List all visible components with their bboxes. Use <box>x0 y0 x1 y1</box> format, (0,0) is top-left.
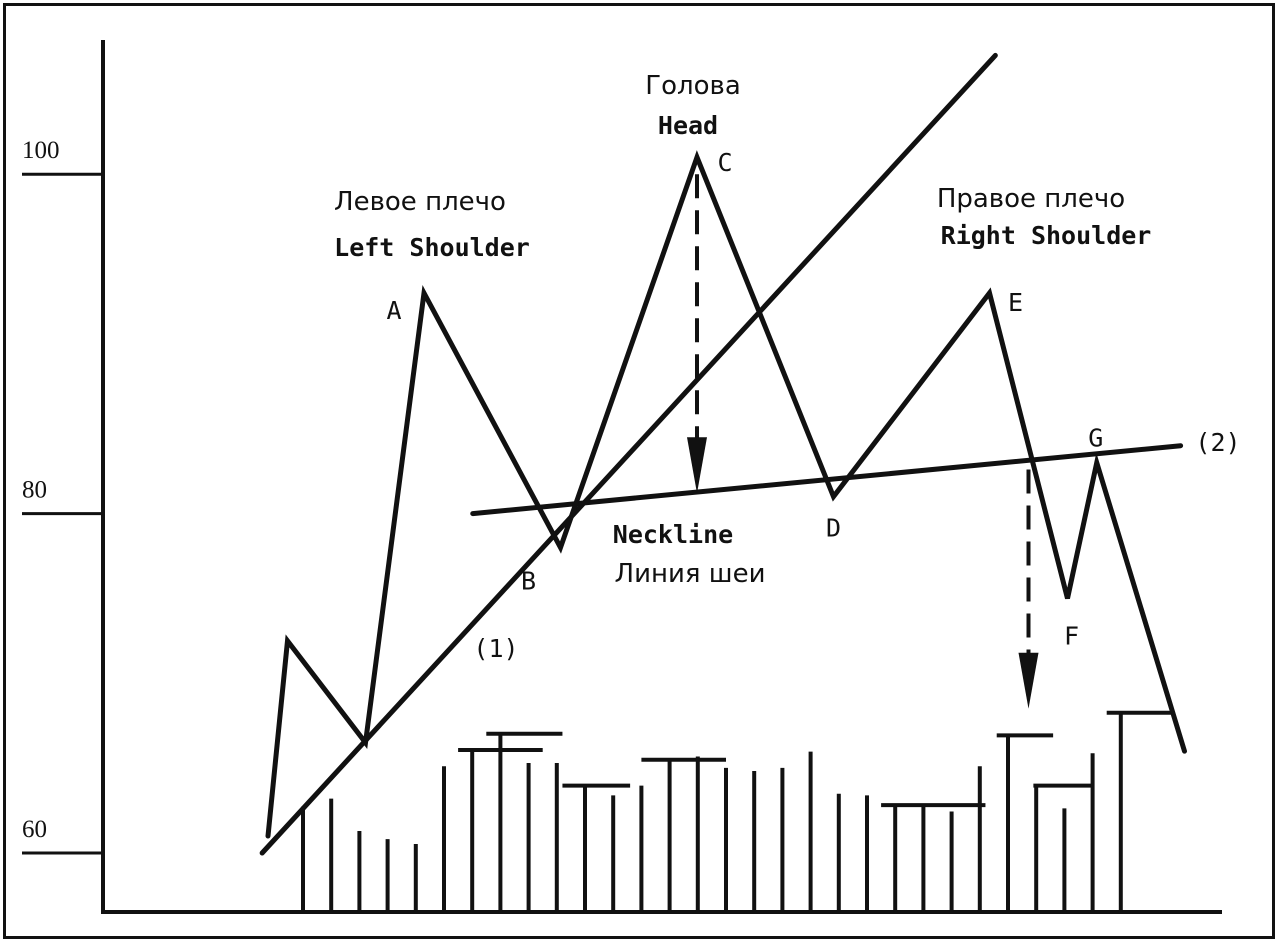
point-label-b: B <box>521 567 536 596</box>
point-label-d: D <box>826 514 841 543</box>
point-label-e: E <box>1008 288 1023 317</box>
neckline-number-label: (2) <box>1195 428 1240 457</box>
chart-lines <box>259 52 1187 856</box>
head-label-en: Head <box>658 111 718 140</box>
point-label-a: A <box>386 296 401 325</box>
neckline-label-ru: Линия шеи <box>615 559 766 589</box>
neckline-label-en: Neckline <box>613 520 733 549</box>
y-tick-label-100: 100 <box>22 137 60 164</box>
y-tick-label-60: 60 <box>22 816 47 843</box>
point-label-f: F <box>1064 621 1079 650</box>
point-label-c: C <box>717 148 732 177</box>
projection-arrowhead-2 <box>1018 652 1039 709</box>
left-shoulder-label-en: Left Shoulder <box>334 233 530 262</box>
head-label-ru: Голова <box>645 71 741 101</box>
trendline-1 <box>259 52 998 856</box>
right-shoulder-label-en: Right Shoulder <box>941 221 1152 250</box>
right-shoulder-label-ru: Правое плечо <box>937 184 1125 214</box>
price-line <box>265 150 1187 839</box>
y-tick-label-80: 80 <box>22 477 47 504</box>
trendline-label: (1) <box>473 634 518 663</box>
volume-bars <box>301 710 1172 912</box>
projection-arrowhead-1 <box>687 437 707 494</box>
point-label-g: G <box>1088 424 1103 453</box>
left-shoulder-label-ru: Левое плечо <box>334 187 506 217</box>
point-labels: A B C D E F G <box>386 148 1103 650</box>
chart-labels: Голова Head Левое плечо Left Shoulder Пр… <box>334 71 1241 663</box>
axes: 60 80 100 <box>22 40 1222 914</box>
chart-frame <box>3 3 1275 939</box>
